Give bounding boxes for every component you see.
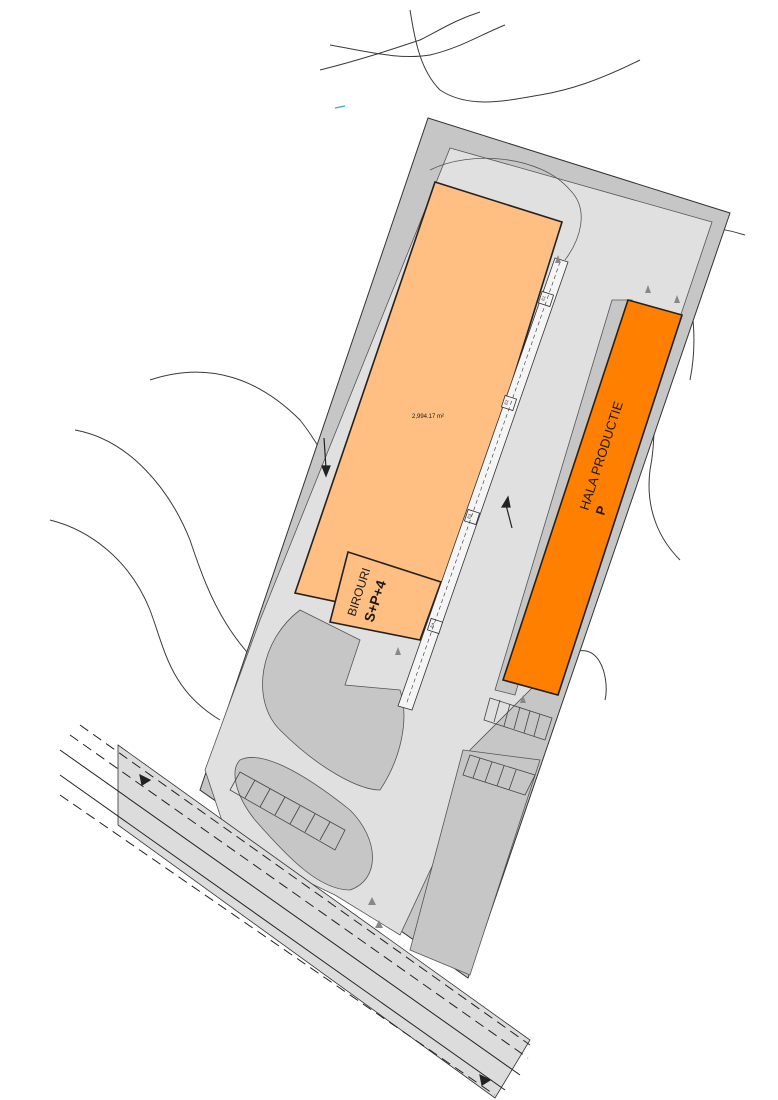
- entrance-marker-icon: [395, 647, 401, 655]
- road-markings: [59, 724, 531, 1096]
- arrow-road-icon: [139, 773, 152, 786]
- reference-mark: [334, 105, 346, 109]
- contour-line: [49, 519, 221, 721]
- dock-centerline: [405, 261, 561, 706]
- traffic-arrows: [139, 437, 513, 1086]
- road-edge: [59, 749, 521, 1076]
- main-building-area: 2,994.17 m²: [412, 414, 444, 420]
- lane-divider: [59, 794, 496, 1096]
- entrance-markers: [368, 255, 680, 928]
- dock-label: E1: [540, 294, 547, 301]
- arrow-up-icon: [500, 495, 511, 508]
- dock-door: [500, 394, 518, 412]
- parking-row: [462, 754, 536, 796]
- entrance-marker-icon: [645, 285, 651, 293]
- dock-door: [537, 290, 555, 308]
- parking-bays: [229, 697, 553, 851]
- office-block: [329, 550, 443, 641]
- access-loop-top: [429, 157, 582, 261]
- lane-divider: [69, 734, 529, 1059]
- entrance-marker-icon: [555, 255, 561, 263]
- planted-area-south: [409, 749, 541, 976]
- entrance-marker-icon: [674, 295, 680, 303]
- dock-label: E4: [429, 621, 436, 628]
- green-island: [262, 609, 405, 791]
- lane-divider: [79, 724, 531, 1046]
- entrance-marker-icon: [520, 695, 526, 703]
- entrance-marker-icon: [368, 897, 376, 905]
- parking-row: [229, 771, 346, 851]
- contour-line: [329, 24, 506, 58]
- dock-label: E2: [503, 398, 510, 405]
- entrance-marker-icon: [375, 920, 383, 928]
- dock-door: [426, 617, 444, 635]
- arrow-road-icon: [479, 1073, 492, 1086]
- contour-line: [409, 9, 641, 103]
- road-edge: [59, 774, 506, 1091]
- parking-row: [483, 697, 553, 741]
- arrow-down-icon: [321, 465, 331, 478]
- dock-label: E3: [466, 512, 473, 519]
- production-hall: [501, 299, 684, 696]
- contour-line: [319, 11, 481, 71]
- dock-door: [463, 508, 481, 526]
